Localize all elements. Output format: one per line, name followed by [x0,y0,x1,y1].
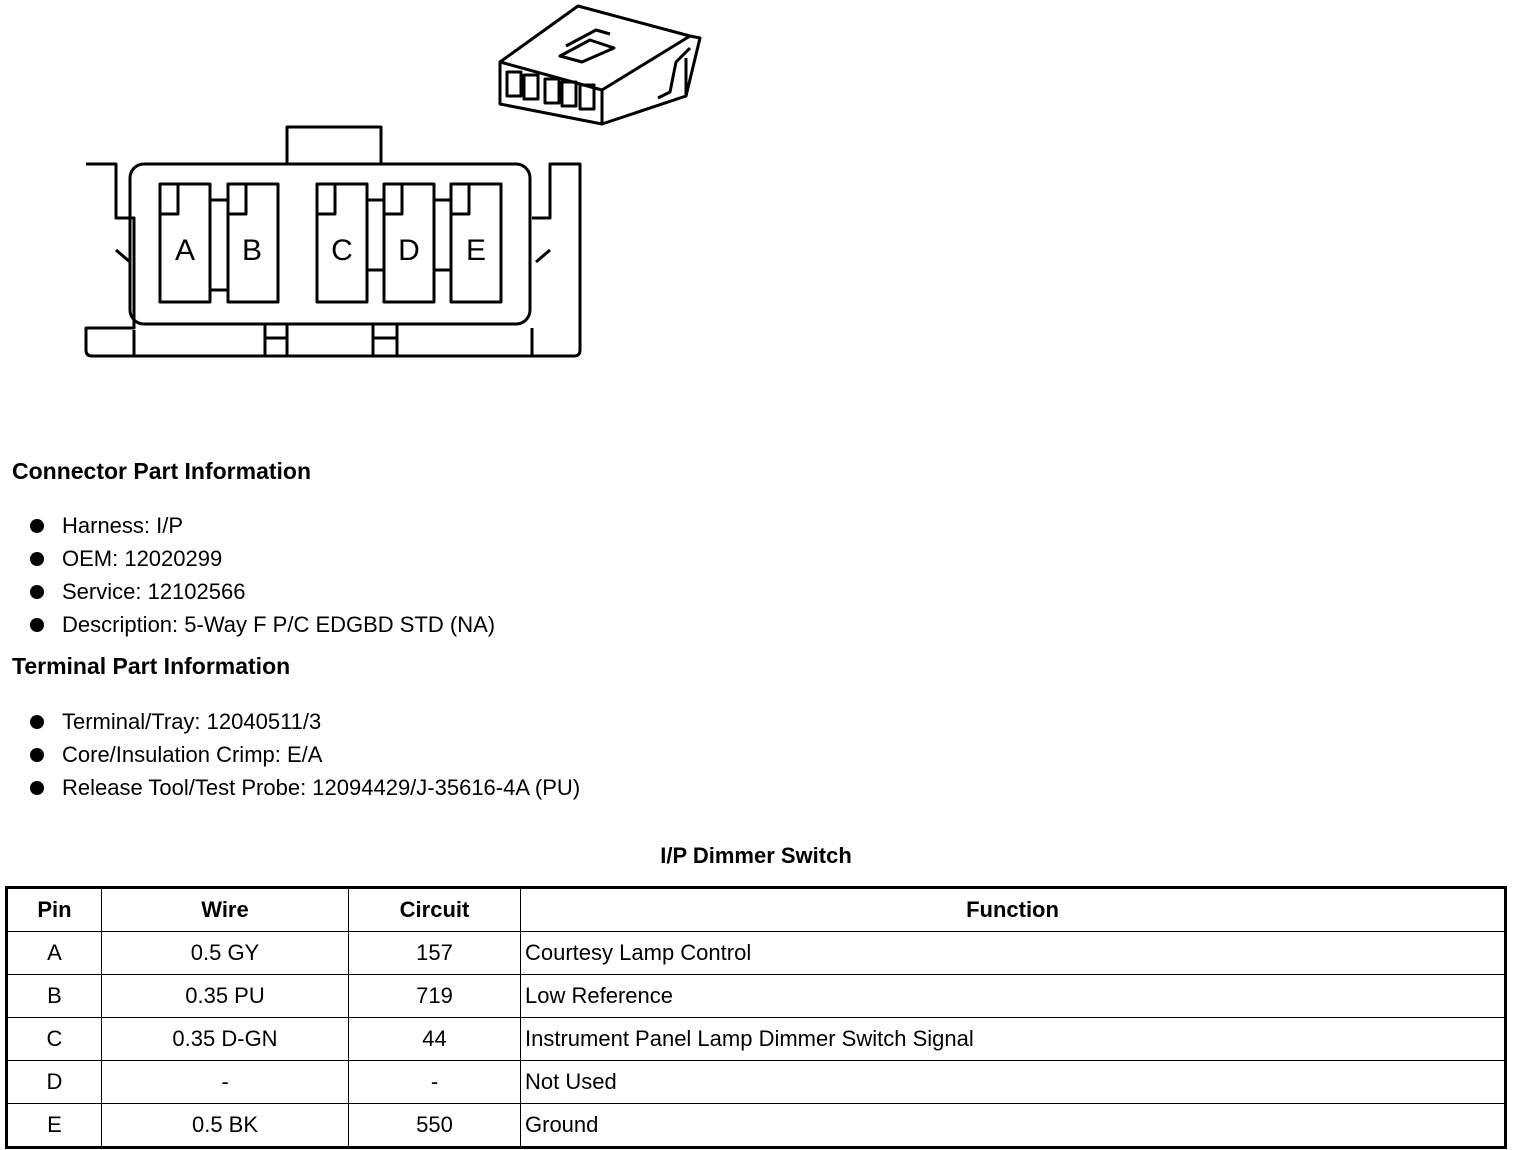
wire-cell: 0.5 GY [101,931,349,975]
connector-diagram: A B C D E [84,4,702,358]
bullet-icon [30,618,44,632]
table-row: C 0.35 D-GN 44 Instrument Panel Lamp Dim… [6,1017,1506,1061]
pin-cell: D [6,1060,102,1104]
column-header-wire: Wire [101,887,349,932]
circuit-cell: 44 [348,1017,521,1061]
pin-cell: E [6,1103,102,1148]
wire-cell: 0.35 PU [101,974,349,1018]
connector-info-list: Harness: I/P OEM: 12020299 Service: 1210… [30,509,495,641]
function-cell: Courtesy Lamp Control [520,931,1506,975]
connector-info-title: Connector Part Information [12,458,312,484]
connector-face [84,125,582,358]
wire-cell: 0.35 D-GN [101,1017,349,1061]
bullet-icon [30,781,44,795]
table-header-row: Pin Wire Circuit Function [6,887,1506,932]
function-cell: Instrument Panel Lamp Dimmer Switch Sign… [520,1017,1506,1061]
pin-label-e: E [466,234,486,267]
circuit-cell: 157 [348,931,521,975]
terminal-info-list: Terminal/Tray: 12040511/3 Core/Insulatio… [30,705,580,804]
table-row: D - - Not Used [6,1060,1506,1104]
connector-3d-illustration [498,4,702,126]
table-row: A 0.5 GY 157 Courtesy Lamp Control [6,931,1506,975]
pin-cell: B [6,974,102,1018]
pin-label-a: A [175,234,195,267]
list-item: Terminal/Tray: 12040511/3 [30,705,580,738]
pin-label-b: B [242,234,262,267]
function-cell: Low Reference [520,974,1506,1018]
bullet-icon [30,552,44,566]
list-item: OEM: 12020299 [30,542,495,575]
bullet-icon [30,519,44,533]
bullet-icon [30,585,44,599]
pin-label-d: D [398,234,420,267]
column-header-pin: Pin [6,887,102,932]
column-header-function: Function [520,887,1506,932]
function-cell: Not Used [520,1060,1506,1104]
pin-cell: C [6,1017,102,1061]
wire-cell: 0.5 BK [101,1103,349,1148]
list-item: Service: 12102566 [30,575,495,608]
bullet-icon [30,715,44,729]
pin-label-c: C [331,234,353,267]
list-item: Description: 5-Way F P/C EDGBD STD (NA) [30,608,495,641]
circuit-cell: - [348,1060,521,1104]
wire-cell: - [101,1060,349,1104]
table-row: E 0.5 BK 550 Ground [6,1103,1506,1148]
bullet-icon [30,748,44,762]
function-cell: Ground [520,1103,1506,1148]
circuit-cell: 550 [348,1103,521,1148]
circuit-cell: 719 [348,974,521,1018]
pinout-table: Pin Wire Circuit Function A 0.5 GY 157 C… [5,886,1507,1149]
list-item: Release Tool/Test Probe: 12094429/J-3561… [30,771,580,804]
table-title: I/P Dimmer Switch [660,843,852,868]
terminal-info-title: Terminal Part Information [12,653,291,679]
table-row: B 0.35 PU 719 Low Reference [6,974,1506,1018]
column-header-circuit: Circuit [348,887,521,932]
list-item: Core/Insulation Crimp: E/A [30,738,580,771]
list-item: Harness: I/P [30,509,495,542]
pin-cell: A [6,931,102,975]
